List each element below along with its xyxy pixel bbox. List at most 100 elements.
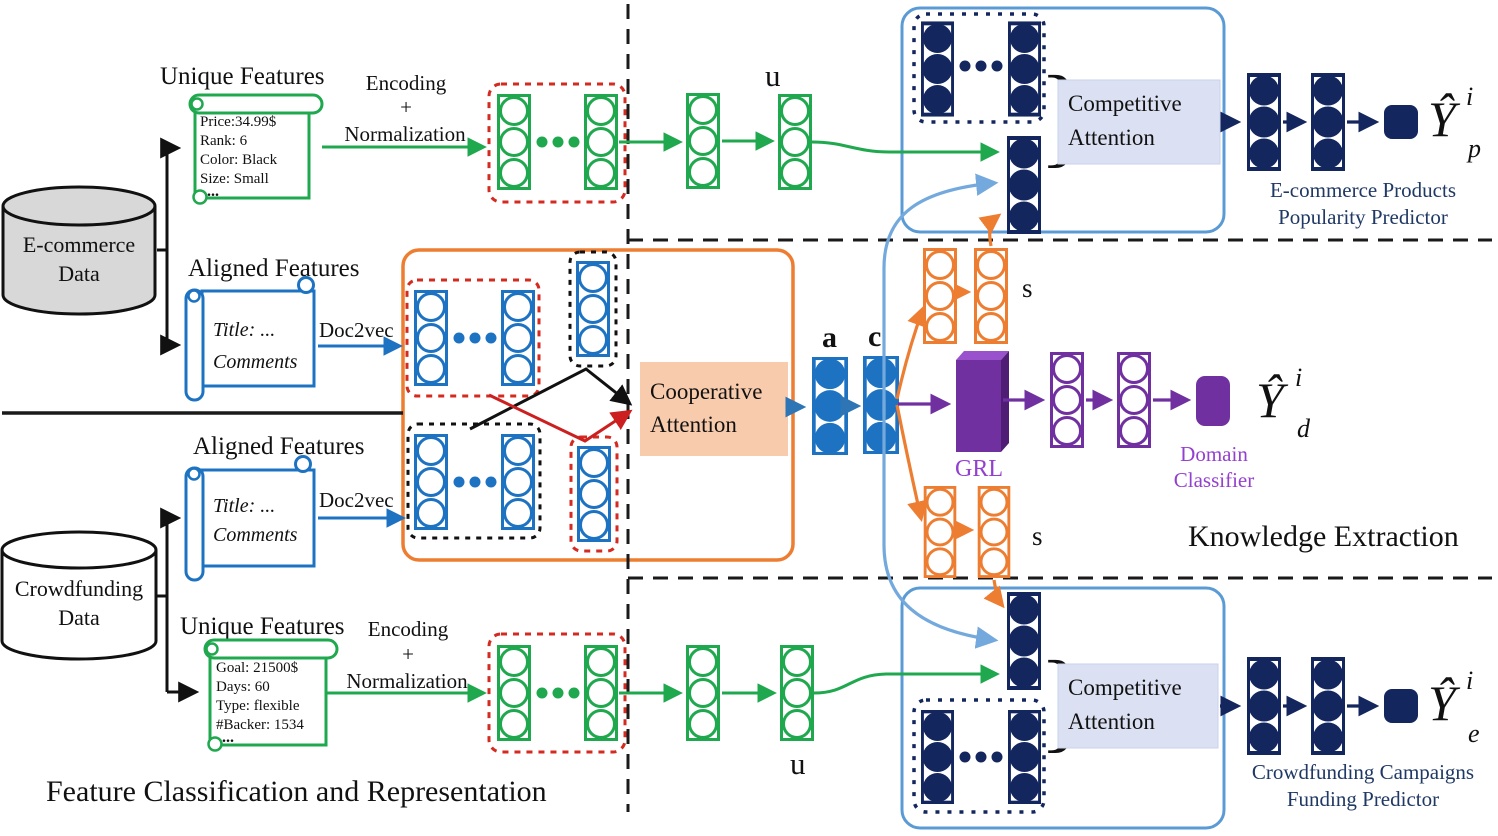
competitive-attention-top-1: Competitive [1068,91,1182,116]
ecom-predictor-caption-2: Popularity Predictor [1278,205,1448,229]
green-column [780,645,814,741]
sup-i: i [1466,666,1473,695]
sup-i: i [1466,82,1473,111]
navy-column [1008,710,1041,804]
purple-column [1050,352,1084,448]
ecom-predictor-caption-1: E-commerce Products [1270,178,1456,202]
encoding-top-1: Encoding [366,71,447,95]
grl-label: GRL [955,456,1003,482]
y-hat-domain: Ŷ [1256,372,1289,428]
blue-column [414,434,448,530]
navy-fused-column [1008,138,1040,232]
purple-column [1117,352,1151,448]
crowd-predictor-caption-2: Funding Predictor [1287,787,1439,811]
green-column [778,94,812,190]
cooperative-attention-label-2: Attention [650,412,737,437]
section-dividers [2,4,1492,812]
ellipsis-dots-icon [536,687,580,699]
ecommerce-database-icon: E-commerce Data [1,185,157,316]
navy-column [921,710,954,804]
crowd-predictor-caption-1: Crowdfunding Campaigns [1252,760,1474,784]
doc2vec-bottom-label: Doc2vec [319,488,394,512]
u-bottom-label: u [790,746,806,781]
scroll-line: #Backer: 1534 [216,717,304,733]
aligned-representation-groups [405,250,633,553]
domain-classifier-output-node [1196,376,1230,426]
navy-column [1248,75,1280,169]
aligned-to-bottom-competitive-curve [882,400,999,649]
c-vector-column [865,357,898,453]
scroll-line: Title: ... [213,495,275,517]
encoding-bottom-1: Encoding [368,617,449,641]
shared-feature-branches [895,213,1005,609]
orange-column [977,486,1011,578]
ellipsis-dots-icon [536,136,580,148]
crowd-unique-scroll: Goal: 21500$ Days: 60 Type: flexible #Ba… [203,638,339,752]
competitive-attention-bottom-1: Competitive [1068,675,1182,700]
blue-column [414,290,448,386]
grl-block: GRL [955,351,1009,482]
crowdfunding-db-label-2: Data [58,605,100,630]
domain-output-symbol: Ŷ i d [1256,363,1311,443]
a-vector-column [814,358,847,454]
orange-column [974,248,1008,344]
green-flow-bottom [326,664,1000,703]
navy-dashed-group-bottom [912,698,1046,814]
encoder-box-top [487,82,627,204]
scroll-line: Rank: 6 [200,133,248,149]
a-label: a [822,321,837,354]
orange-column [923,248,957,344]
db-connectors [156,137,200,703]
navy-column [921,21,954,117]
navy-column [1312,659,1344,753]
ellipsis-dots-icon [959,60,1003,72]
green-column [497,94,531,190]
unique-features-top-heading: Unique Features [160,63,325,90]
ecom-unique-scroll: Price:34.99$ Rank: 6 Color: Black Size: … [188,93,324,205]
encoding-bottom-3: Normalization [346,669,468,693]
knowledge-extraction-caption: Knowledge Extraction [1188,520,1459,553]
blue-column [577,446,611,542]
green-column [584,645,618,741]
y-hat-popularity: Ŷ [1428,91,1461,147]
scroll-line: Goal: 21500$ [216,660,299,676]
domain-classifier-label-1: Domain [1180,442,1248,466]
encoding-top-3: Normalization [344,122,466,146]
encoding-top-2: + [400,95,412,119]
blue-column [576,261,610,357]
navy-fused-column [1008,594,1040,688]
green-column [497,645,531,741]
unique-features-bottom-heading: Unique Features [180,613,345,640]
c-label: c [868,320,881,353]
green-column [686,93,720,189]
competitive-attention-bottom-2: Attention [1068,709,1155,734]
bottom-competitive-module: } Competitive Attention [912,594,1219,814]
sub-e: e [1468,719,1480,748]
cross-arrow-red [488,393,633,443]
aligned-to-top-competitive-curve [882,173,999,415]
scroll-line: Comments [213,351,298,373]
green-column [584,94,618,190]
scroll-line: Title: ... [213,319,275,341]
ellipsis-dots-icon [453,332,497,344]
blue-column [501,290,535,386]
cross-arrow-black [469,367,633,431]
aligned-features-top-heading: Aligned Features [188,255,359,282]
crowdfunding-db-label-1: Crowdfunding [15,576,143,601]
scroll-line: Days: 60 [216,679,270,695]
ecom-aligned-scroll: Title: ... Comments [184,276,316,402]
competitive-attention-bottom-box [1057,663,1219,749]
ecommerce-db-label-1: E-commerce [23,232,135,257]
green-column [686,645,720,741]
aligned-features-bottom-heading: Aligned Features [193,433,364,460]
feature-classification-caption: Feature Classification and Representatio… [46,775,547,808]
orange-column [923,486,957,578]
scroll-line: Size: Small [200,171,269,187]
competitive-attention-top-box [1057,79,1221,165]
y-hat-funding: Ŷ [1428,675,1461,731]
sub-p: p [1466,134,1481,163]
navy-column [1008,21,1041,117]
scroll-line: Type: flexible [216,698,300,714]
encoder-box-bottom [487,632,627,754]
